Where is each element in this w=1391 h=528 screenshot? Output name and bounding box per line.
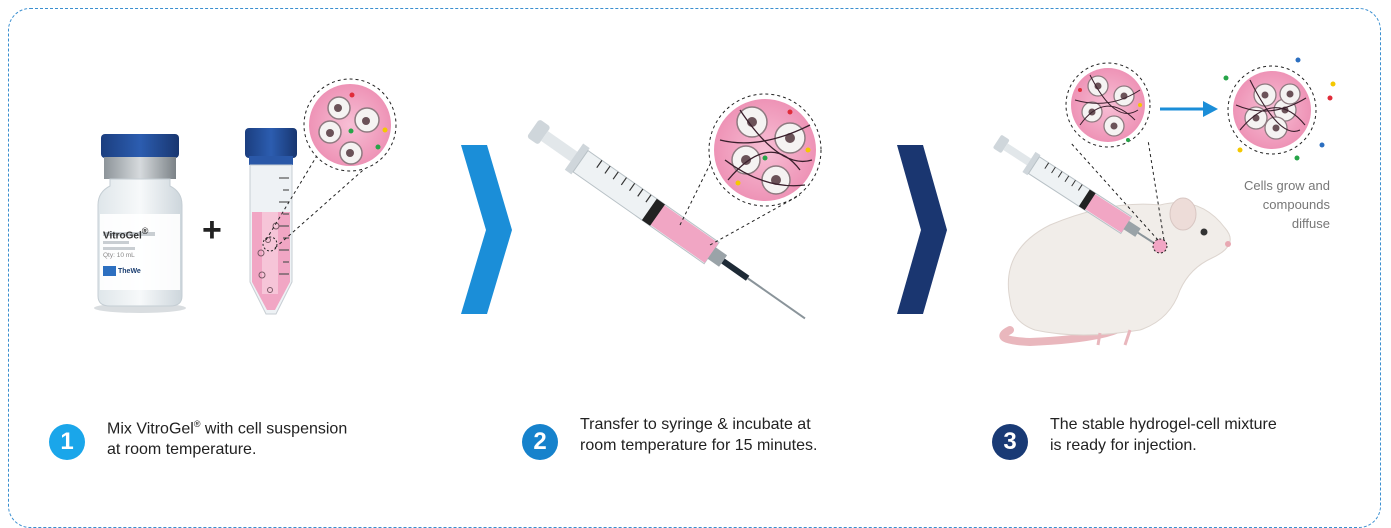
arrow-right-icon xyxy=(1160,101,1218,117)
step-description: Transfer to syringe & incubate at room t… xyxy=(580,414,817,456)
step-number-badge: 2 xyxy=(522,424,558,460)
diffusion-caption: Cells grow and compounds diffuse xyxy=(1190,176,1330,233)
step-3: 3 The stable hydrogel-cell mixture is re… xyxy=(992,424,1277,460)
chevron-right-icon xyxy=(461,145,512,314)
zoom-circle-icon xyxy=(304,79,396,171)
step-number-badge: 3 xyxy=(992,424,1028,460)
step-description: The stable hydrogel-cell mixture is read… xyxy=(1050,414,1277,456)
vial-logo: TheWe xyxy=(118,268,141,275)
plus-sign: + xyxy=(202,213,222,247)
step-1: 1 Mix VitroGel® with cell suspension at … xyxy=(49,424,347,460)
step-description: Mix VitroGel® with cell suspension at ro… xyxy=(107,414,347,460)
vial-quantity-label: Qty: 10 mL xyxy=(103,252,135,259)
zoom-circle-icon xyxy=(1066,63,1150,147)
chevron-right-icon xyxy=(897,145,947,314)
zoom-circle-icon xyxy=(1224,58,1336,161)
step-2: 2 Transfer to syringe & incubate at room… xyxy=(522,424,817,460)
zoom-circle-icon xyxy=(709,94,821,206)
vial-icon xyxy=(94,134,186,313)
step-number-badge: 1 xyxy=(49,424,85,460)
vial-brand-label: VitroGel® xyxy=(103,226,148,241)
